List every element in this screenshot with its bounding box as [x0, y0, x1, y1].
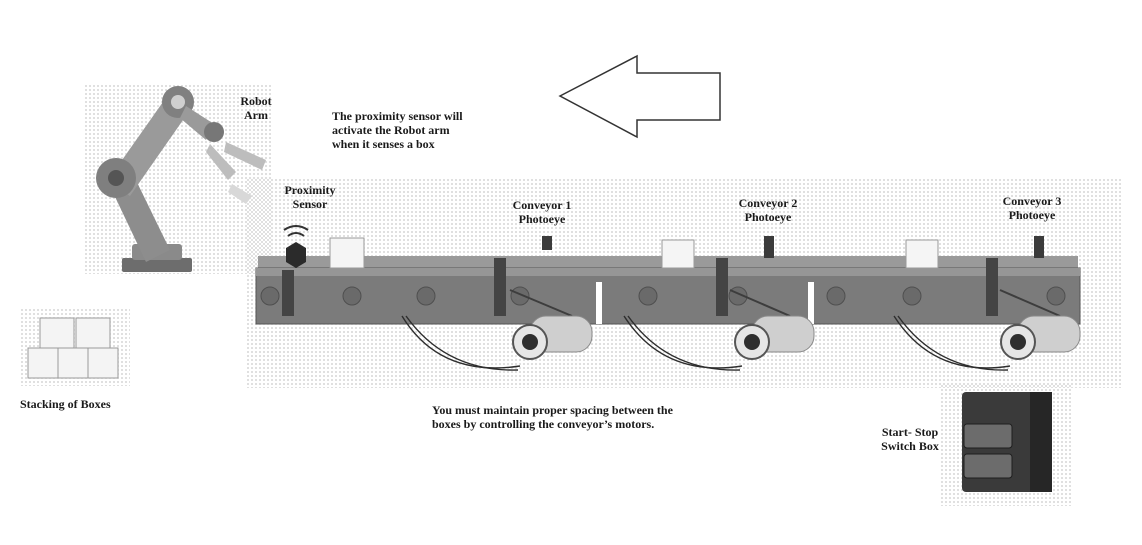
- stacking-label: Stacking of Boxes: [20, 397, 111, 411]
- spacing-note: You must maintain proper spacing between…: [432, 403, 673, 431]
